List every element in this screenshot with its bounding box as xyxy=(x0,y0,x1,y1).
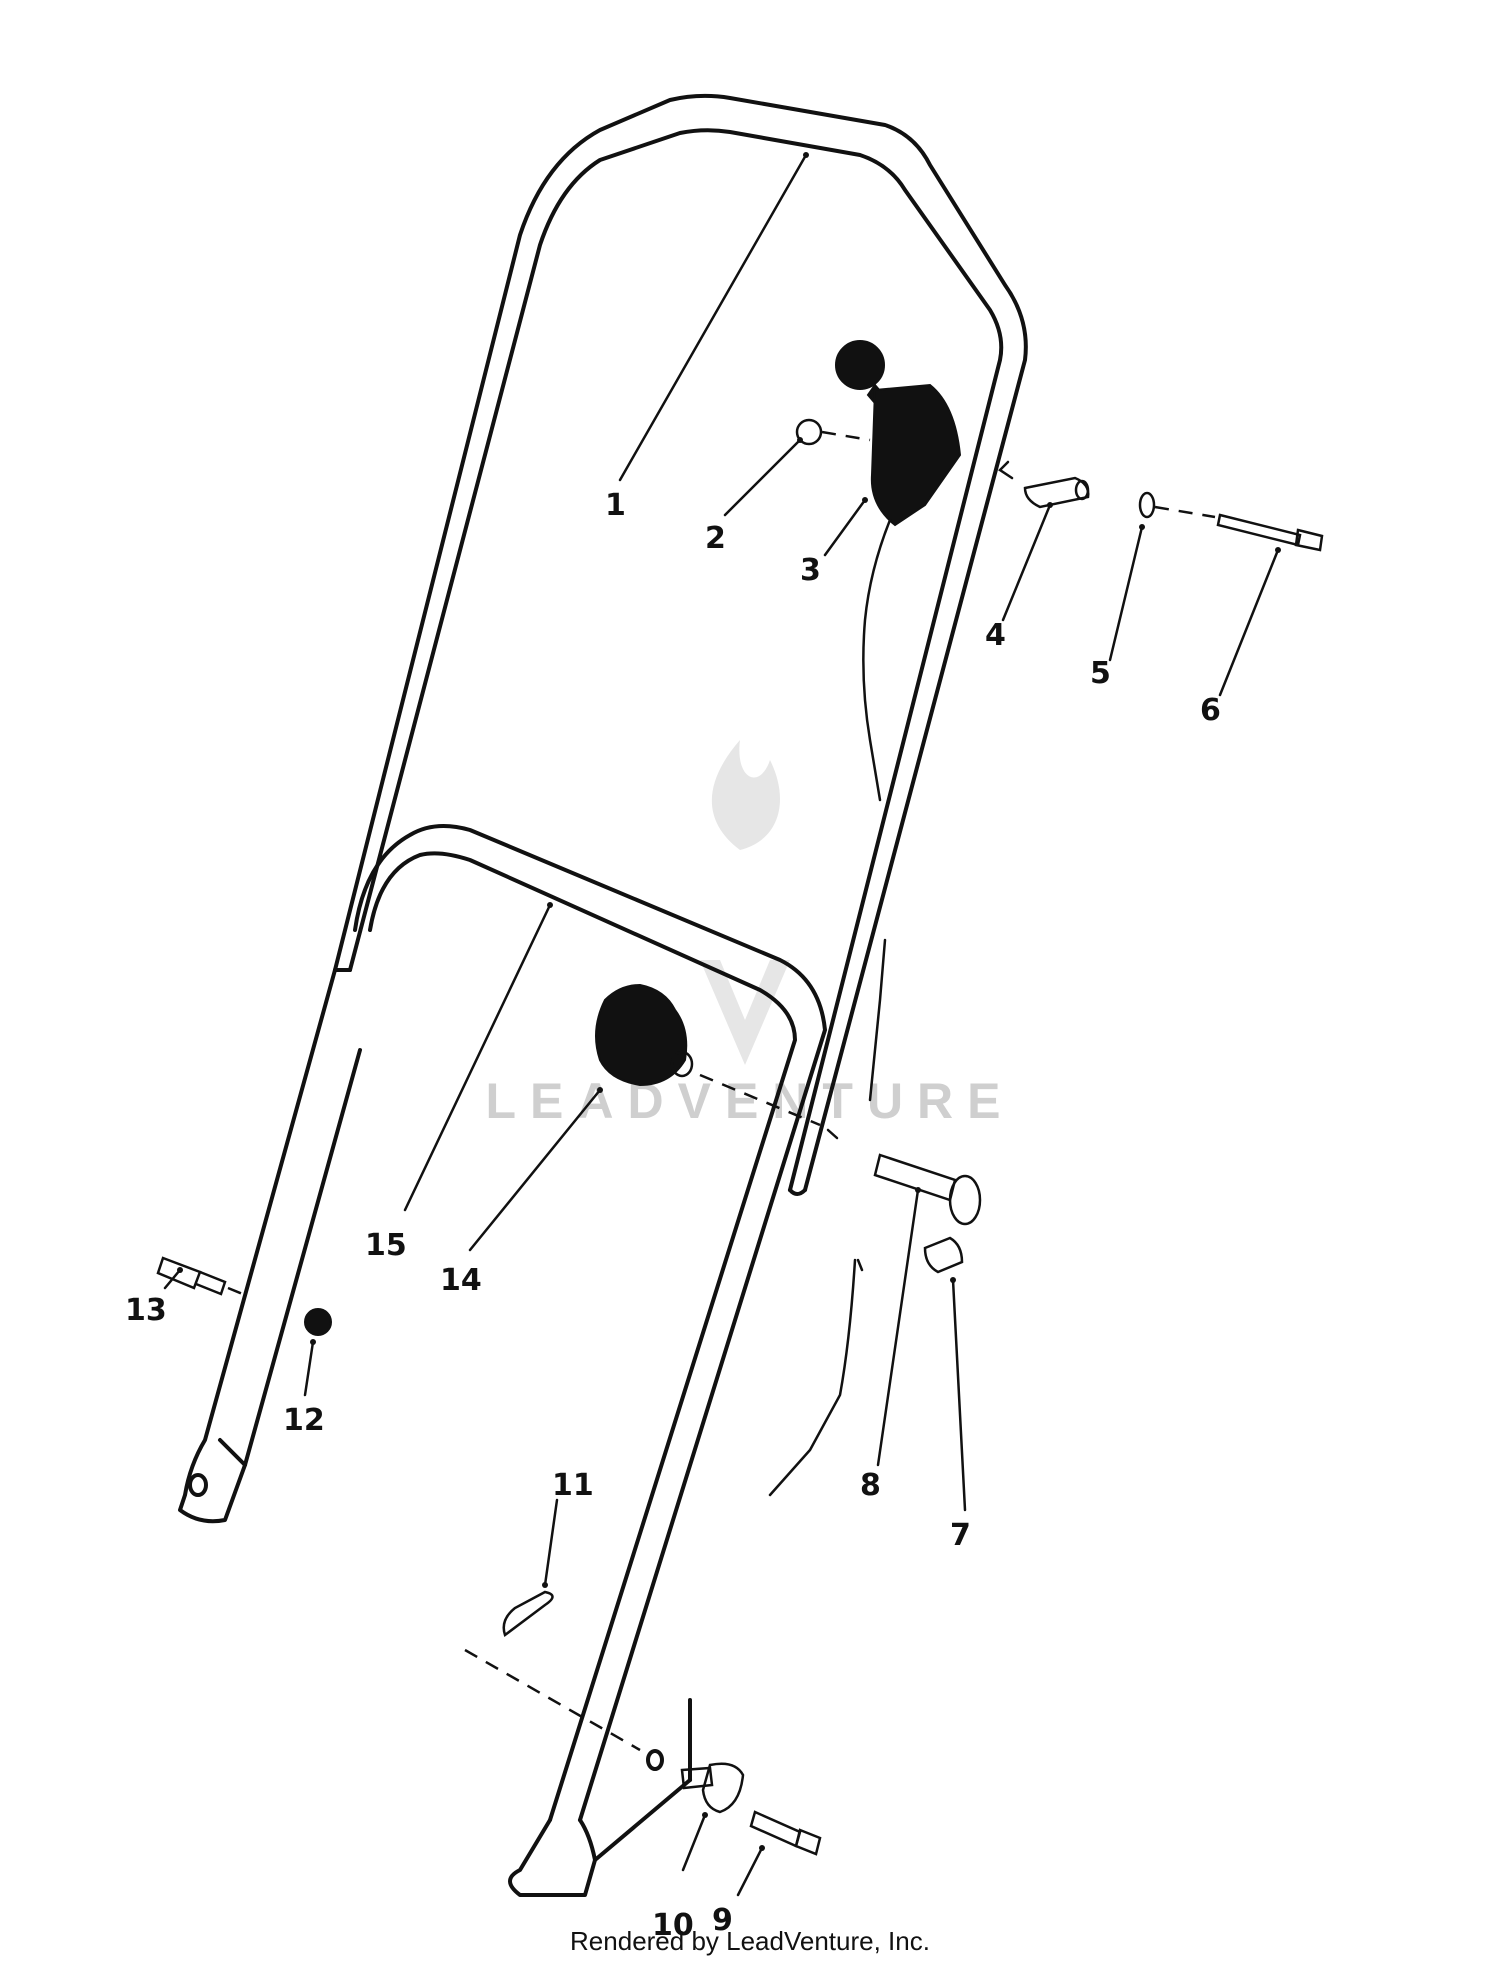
upper-handle xyxy=(333,93,1028,1196)
label-part-7: 7 xyxy=(950,1518,971,1553)
nut-2 xyxy=(795,418,823,446)
label-part-14: 14 xyxy=(440,1263,482,1298)
label-part-4: 4 xyxy=(985,618,1006,653)
footer-credit: Rendered by LeadVenture, Inc. xyxy=(570,1926,930,1956)
cotter-pin-11 xyxy=(464,1590,641,1752)
label-part-9: 9 xyxy=(712,1903,733,1938)
leader-lines xyxy=(163,152,1281,1897)
bushing-10 xyxy=(680,1762,745,1814)
label-part-10: 10 xyxy=(652,1908,694,1943)
label-part-15: 15 xyxy=(365,1228,407,1263)
watermark-text: LEADVENTURE xyxy=(485,1073,1014,1129)
label-part-1: 1 xyxy=(605,488,626,523)
label-part-5: 5 xyxy=(1090,656,1111,691)
throttle-control xyxy=(835,340,962,802)
carriage-bolt-8 xyxy=(826,1128,982,1226)
label-part-12: 12 xyxy=(283,1403,325,1438)
pin-13 xyxy=(156,1256,246,1297)
washer-5 xyxy=(1138,491,1216,519)
nut-7 xyxy=(923,1236,964,1274)
knob-14 xyxy=(595,983,821,1127)
nut-12 xyxy=(304,1308,332,1336)
dash-2 xyxy=(821,430,871,442)
bolt-6 xyxy=(1216,513,1324,552)
label-part-8: 8 xyxy=(860,1468,881,1503)
watermark: LEADVENTURE xyxy=(485,740,1014,1129)
bolt-9 xyxy=(749,1810,822,1856)
throttle-cable xyxy=(768,938,887,1497)
spacer-4 xyxy=(998,460,1090,509)
label-part-11: 11 xyxy=(552,1468,594,1503)
label-part-6: 6 xyxy=(1200,693,1221,728)
label-part-3: 3 xyxy=(800,553,821,588)
label-part-13: 13 xyxy=(125,1293,167,1328)
part-labels: 1 2 3 4 5 6 7 8 9 10 11 12 13 14 15 xyxy=(125,488,1221,1943)
lower-handle xyxy=(178,824,827,1897)
label-part-2: 2 xyxy=(705,521,726,556)
